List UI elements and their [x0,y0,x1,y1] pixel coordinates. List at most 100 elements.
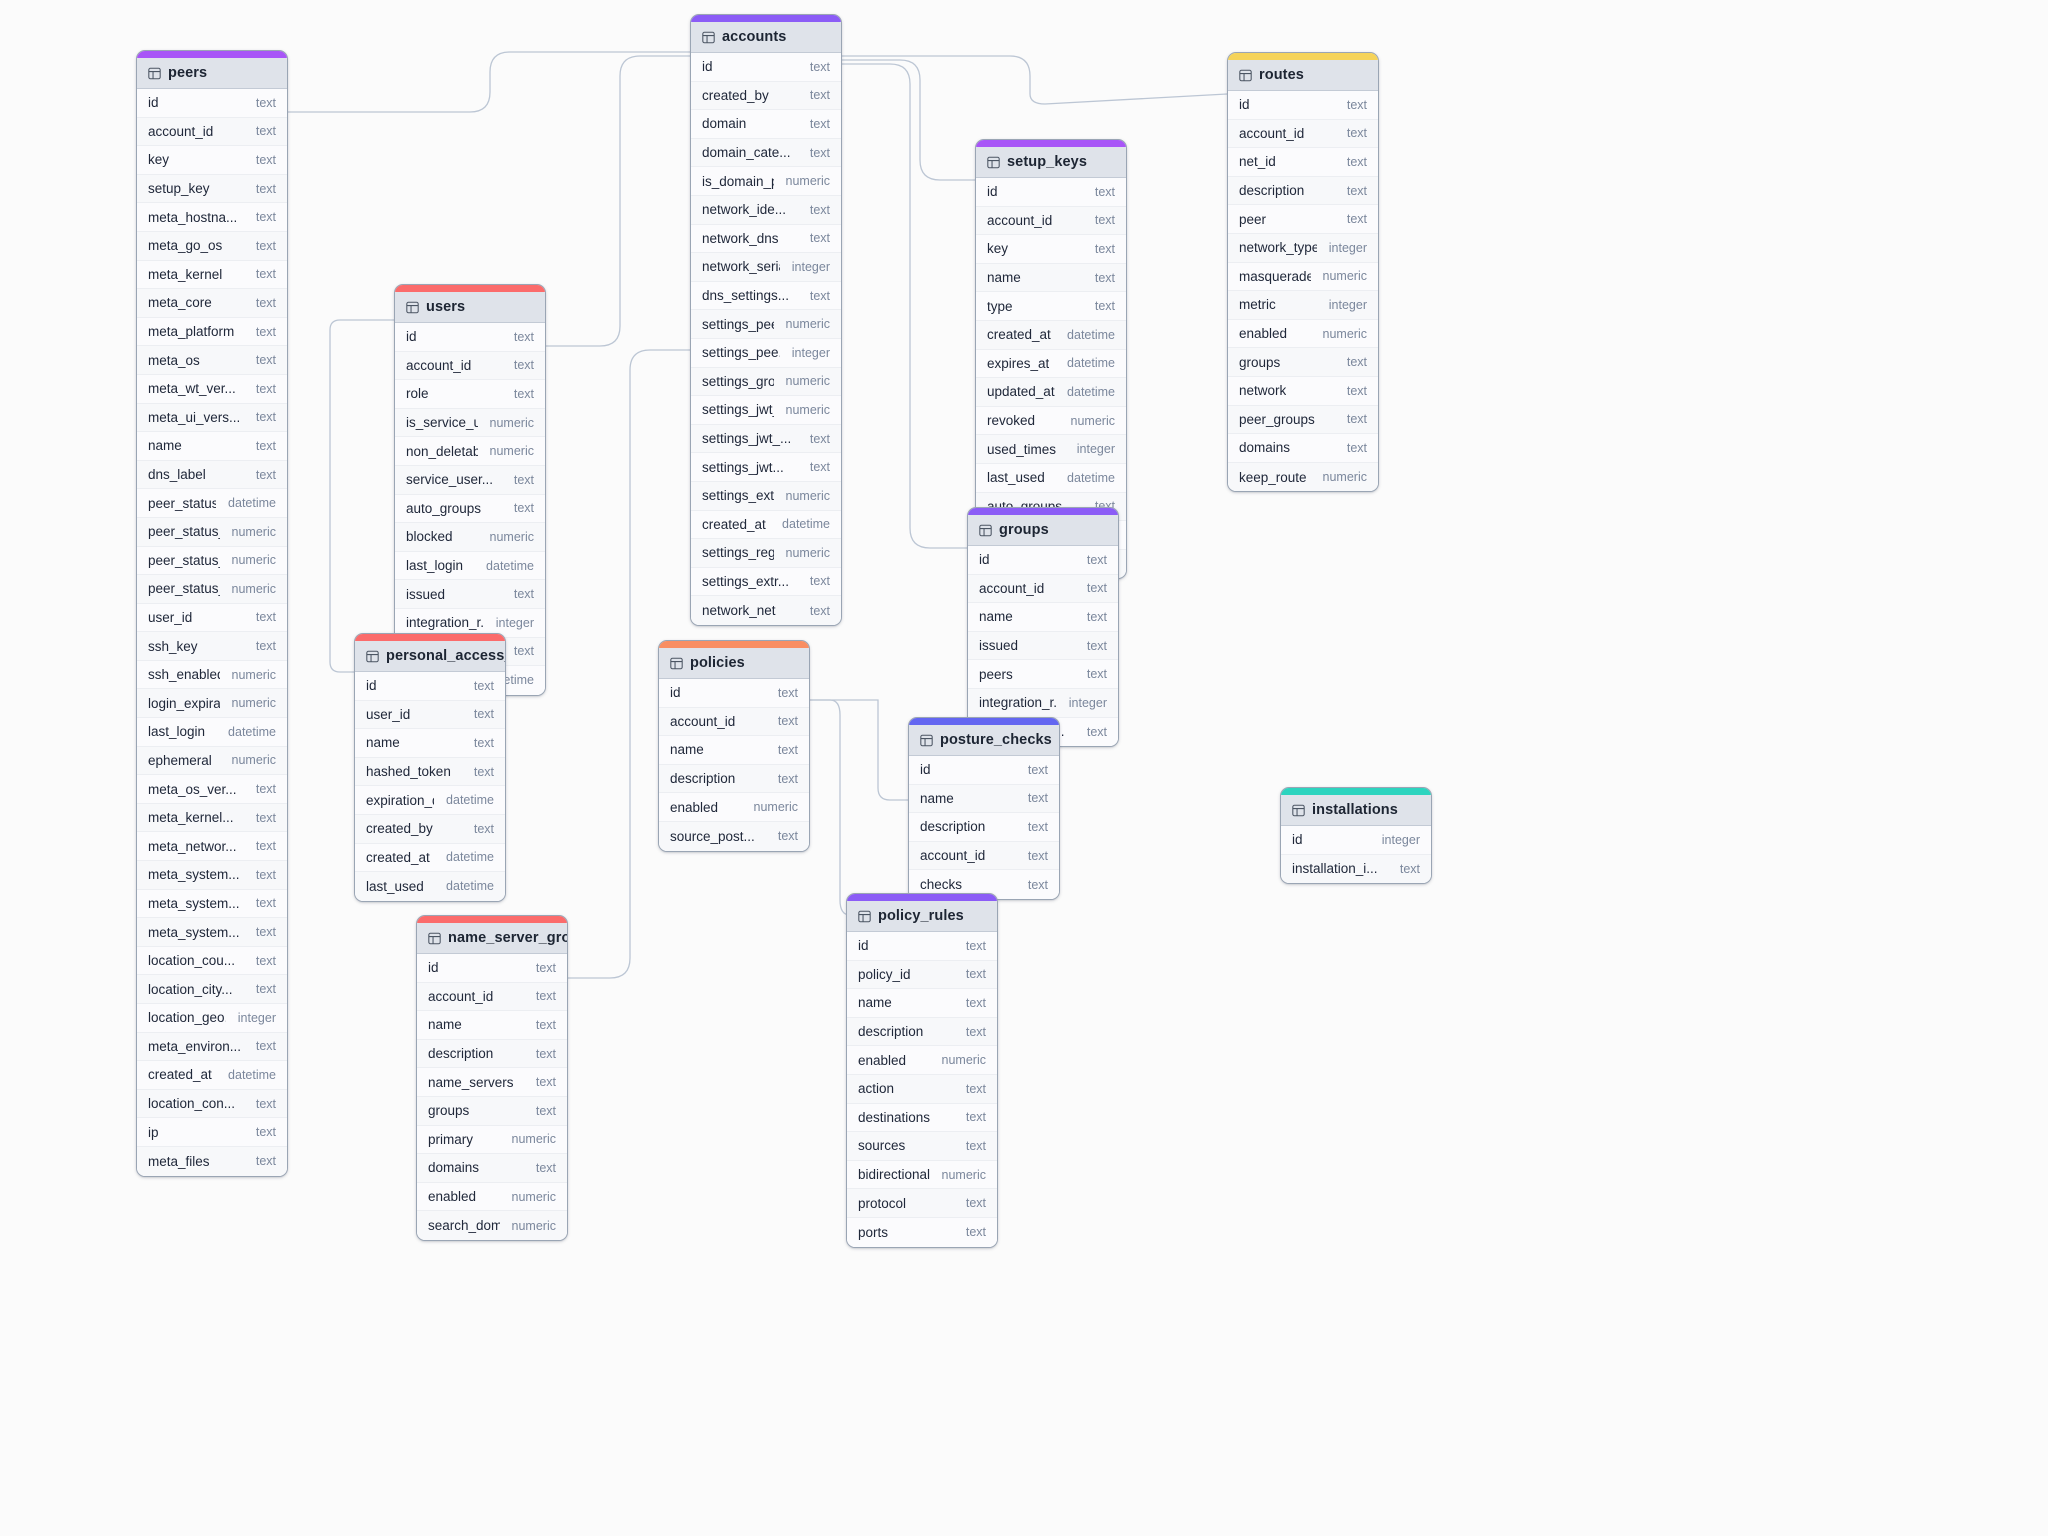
table-header[interactable]: name_server_groups [417,923,567,954]
table-header[interactable]: personal_access_tokens [355,641,505,672]
column-row[interactable]: location_geo...integer [137,1004,287,1033]
column-row[interactable]: settings_jwt_...text [691,424,841,454]
column-row[interactable]: settings_reg...numeric [691,539,841,568]
column-row[interactable]: network_serialinteger [691,253,841,282]
column-row[interactable]: integration_r...integer [395,608,545,638]
column-row[interactable]: expiration_da...datetime [355,786,505,815]
table-header[interactable]: users [395,292,545,323]
column-row[interactable]: meta_wt_ver...text [137,374,287,404]
column-row[interactable]: peer_status_...datetime [137,489,287,518]
table-header[interactable]: policies [659,648,809,679]
column-row[interactable]: meta_system...text [137,889,287,919]
table-header[interactable]: routes [1228,60,1378,91]
table-header[interactable]: setup_keys [976,147,1126,178]
table-card-personal_access_tokens[interactable]: personal_access_tokensidtextuser_idtextn… [354,633,506,902]
column-row[interactable]: network_ide...text [691,195,841,225]
column-row[interactable]: service_user...text [395,465,545,495]
column-row[interactable]: dns_settings...text [691,281,841,311]
column-row[interactable]: settings_pee...integer [691,338,841,368]
column-row[interactable]: installation_i...text [1281,854,1431,884]
table-header[interactable]: installations [1281,795,1431,826]
column-row[interactable]: settings_jwt...text [691,453,841,482]
column-row[interactable]: is_service_us...numeric [395,408,545,438]
column-row[interactable]: meta_kernel...text [137,803,287,833]
column-row[interactable]: domain_cate...text [691,138,841,168]
column-row[interactable]: settings_extr...text [691,567,841,597]
column-row[interactable]: location_cou...text [137,946,287,976]
table-header[interactable]: peers [137,58,287,89]
column-row[interactable]: peer_status_...numeric [137,517,287,547]
table-header[interactable]: accounts [691,22,841,53]
column-row[interactable]: settings_extr...numeric [691,481,841,511]
